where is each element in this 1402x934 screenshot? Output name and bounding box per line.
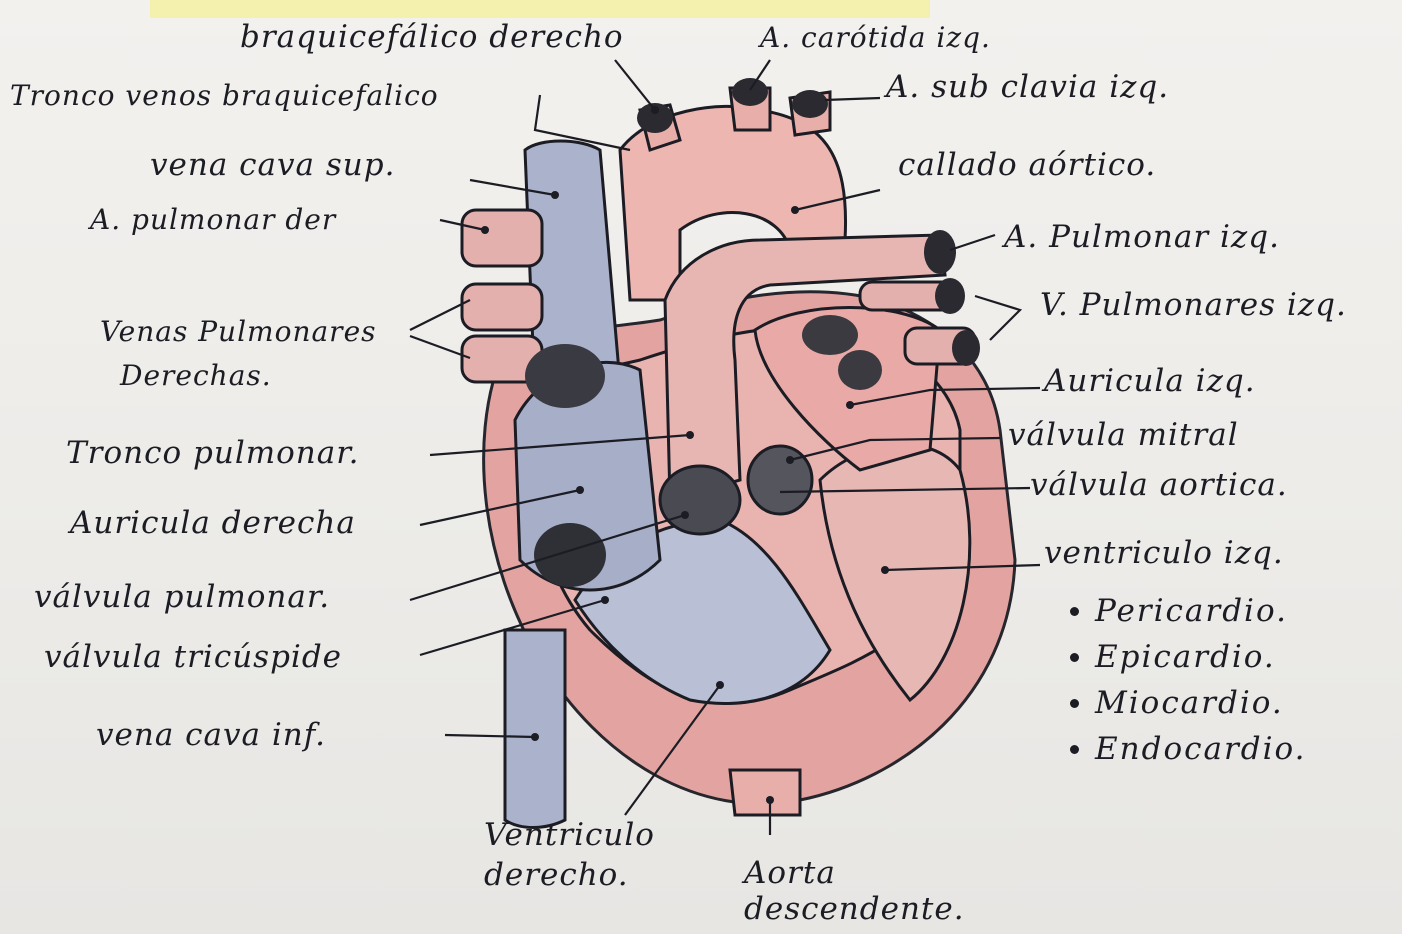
bullet-dot	[1070, 653, 1079, 662]
label-valvula-pulmonar: válvula pulmonar.	[34, 582, 330, 613]
pulmonary-valve-shape	[660, 466, 740, 534]
right-pulmonary-artery	[462, 210, 542, 266]
label-venas-pulmonares-der: Venas Pulmonares	[100, 318, 377, 346]
left-atrium-vein-hole-2	[838, 350, 882, 390]
label-ventriculo-izq: ventriculo izq.	[1044, 538, 1284, 569]
layer-miocardio: Miocardio.	[1095, 685, 1284, 721]
label-auricula-derecha: Auricula derecha	[70, 508, 356, 539]
subclavian-opening	[792, 90, 828, 118]
bullet-dot	[1070, 699, 1079, 708]
label-valvula-aortica: válvula aortica.	[1030, 470, 1288, 501]
label-tronco-pulmonar: Tronco pulmonar.	[66, 438, 360, 469]
label-vena-cava-sup: vena cava sup.	[150, 150, 395, 181]
label-venas-pulmonares-der-line2: Derechas.	[120, 362, 272, 390]
label-ventriculo-derecho-line2: derecho.	[484, 860, 629, 891]
ivc-opening	[534, 523, 606, 587]
descending-aorta	[730, 770, 800, 815]
right-atrium-opening	[525, 344, 605, 408]
vena-cava-inferior	[505, 630, 565, 828]
heart-layers-list: Pericardio. Epicardio. Miocardio. Endoca…	[1070, 588, 1307, 772]
label-a-subclavia: A. sub clavia izq.	[886, 72, 1169, 103]
label-valvula-tricuspide: válvula tricúspide	[44, 642, 342, 673]
bullet-dot	[1070, 607, 1079, 616]
carotid-opening	[732, 78, 768, 106]
label-aorta-descendente: Aorta	[744, 858, 836, 889]
left-pulmonary-artery-opening	[924, 230, 956, 274]
layer-endocardio: Endocardio.	[1095, 731, 1307, 767]
label-auricula-izq: Auricula izq.	[1044, 366, 1256, 397]
label-cayado-aortico: callado aórtico.	[898, 150, 1156, 181]
label-aorta-descendente-line2: descendente.	[744, 894, 965, 925]
label-a-pulmonar-der: A. pulmonar der	[90, 206, 336, 234]
label-ventriculo-derecho: Ventriculo	[484, 820, 655, 851]
layer-pericardio: Pericardio.	[1095, 593, 1288, 629]
left-atrium-vein-hole-1	[802, 315, 858, 355]
layer-item: Miocardio.	[1070, 680, 1307, 726]
label-a-pulmonar-izq: A. Pulmonar izq.	[1004, 222, 1280, 253]
layer-epicardio: Epicardio.	[1095, 639, 1276, 675]
label-a-carotida: A. carótida izq.	[760, 24, 991, 52]
bullet-dot	[1070, 745, 1079, 754]
label-tronco-venoso: Tronco venos braquicefalico	[10, 82, 439, 110]
label-vena-cava-inf: vena cava inf.	[96, 720, 326, 751]
layer-item: Pericardio.	[1070, 588, 1307, 634]
label-v-pulmonares-izq: V. Pulmonares izq.	[1040, 290, 1347, 321]
label-braquicefalico-derecho: braquicefálico derecho	[240, 22, 624, 53]
left-pulmonary-vein-upper-opening	[935, 278, 965, 314]
layer-item: Endocardio.	[1070, 726, 1307, 772]
label-valvula-mitral: válvula mitral	[1008, 420, 1239, 451]
right-pulmonary-vein-upper	[462, 284, 542, 330]
left-pulmonary-vein-lower-opening	[952, 330, 980, 366]
layer-item: Epicardio.	[1070, 634, 1307, 680]
